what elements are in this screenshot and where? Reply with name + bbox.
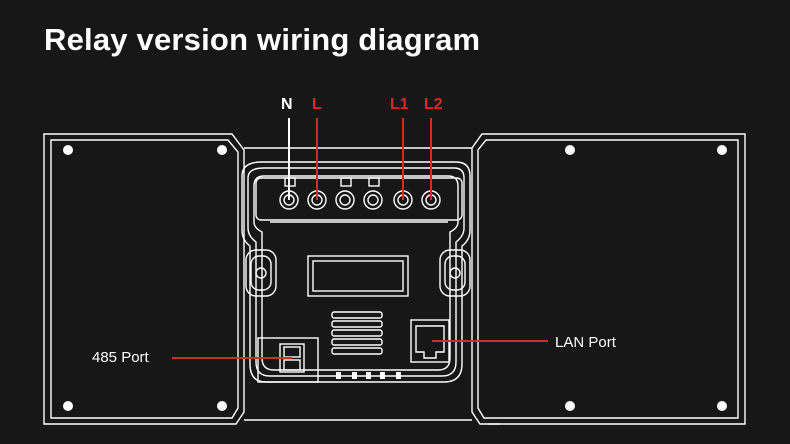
wire-label-n: N bbox=[281, 96, 293, 113]
port-label-lan: LAN Port bbox=[555, 334, 616, 351]
bottom-pins bbox=[336, 372, 401, 379]
mounting-holes bbox=[63, 145, 727, 411]
wires bbox=[172, 118, 548, 359]
diagram-title: Relay version wiring diagram bbox=[44, 22, 481, 57]
wire-label-l1: L1 bbox=[390, 96, 409, 113]
mounting-plate bbox=[43, 133, 746, 425]
wire-label-l: L bbox=[312, 96, 322, 113]
wire-label-l2: L2 bbox=[424, 96, 443, 113]
relay-module bbox=[241, 161, 471, 383]
terminal-screws bbox=[279, 177, 441, 210]
side-latches bbox=[245, 249, 471, 297]
port-label-485: 485 Port bbox=[92, 349, 149, 366]
vent-slots bbox=[331, 311, 383, 355]
